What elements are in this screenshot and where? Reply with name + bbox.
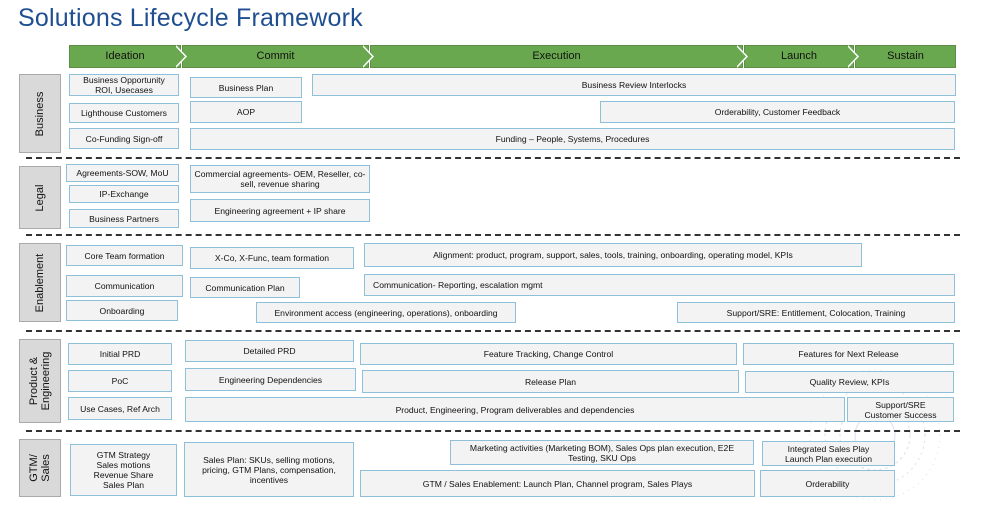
box-business-plan: Business Plan — [190, 77, 302, 98]
box-initial-prd: Initial PRD — [68, 343, 172, 365]
section-product-label: Product & Engineering — [28, 351, 52, 411]
section-divider — [26, 330, 960, 332]
box-business-partners: Business Partners — [69, 209, 179, 228]
box-alignment: Alignment: product, program, support, sa… — [364, 243, 862, 267]
phase-execution: Execution — [532, 50, 581, 62]
box-environment-access: Environment access (engineering, operati… — [256, 302, 516, 323]
box-core-team: Core Team formation — [66, 245, 183, 266]
section-gtm-label: GTM/ Sales — [28, 454, 52, 482]
section-business: Business — [19, 74, 61, 153]
box-poc: PoC — [68, 370, 172, 392]
box-sales-plan: Sales Plan: SKUs, selling motions, prici… — [184, 442, 354, 497]
box-feature-tracking: Feature Tracking, Change Control — [360, 343, 737, 365]
box-features-next-release: Features for Next Release — [743, 343, 954, 365]
box-quality-review: Quality Review, KPIs — [745, 371, 954, 393]
phase-ideation: Ideation — [105, 50, 145, 62]
box-ip-exchange: IP-Exchange — [69, 185, 179, 203]
section-divider — [26, 234, 960, 236]
box-communication-reporting: Communication- Reporting, escalation mgm… — [364, 274, 955, 296]
box-business-review: Business Review Interlocks — [312, 74, 956, 96]
phase-sustain: Sustain — [887, 50, 924, 62]
section-divider — [26, 157, 960, 159]
box-integrated-sales-play: Integrated Sales Play Launch Plan execut… — [762, 441, 895, 466]
box-orderability-feedback: Orderability, Customer Feedback — [600, 101, 955, 123]
phase-launch: Launch — [780, 50, 818, 62]
section-legal-label: Legal — [34, 184, 46, 211]
box-aop: AOP — [190, 101, 302, 123]
box-release-plan: Release Plan — [362, 370, 739, 393]
section-enablement-label: Enablement — [34, 253, 46, 312]
page-title: Solutions Lifecycle Framework — [18, 4, 363, 32]
section-business-label: Business — [34, 91, 46, 136]
box-communication: Communication — [66, 275, 183, 297]
box-business-opportunity: Business Opportunity ROI, Usecases — [69, 74, 179, 96]
box-marketing-activities: Marketing activities (Marketing BOM), Sa… — [450, 440, 754, 465]
box-communication-plan: Communication Plan — [190, 277, 300, 298]
box-engineering-agreement: Engineering agreement + IP share — [190, 199, 370, 222]
section-legal: Legal — [19, 166, 61, 229]
box-agreements: Agreements-SOW, MoU — [66, 164, 179, 182]
section-gtm: GTM/ Sales — [19, 439, 61, 497]
box-detailed-prd: Detailed PRD — [185, 340, 354, 362]
box-lighthouse-customers: Lighthouse Customers — [69, 103, 179, 123]
box-cofunding: Co-Funding Sign-off — [69, 128, 179, 149]
box-commercial-agreements: Commercial agreements- OEM, Reseller, co… — [190, 165, 370, 193]
box-orderability: Orderability — [760, 470, 895, 497]
section-enablement: Enablement — [19, 243, 61, 322]
box-use-cases: Use Cases, Ref Arch — [68, 397, 172, 420]
box-gtm-enablement: GTM / Sales Enablement: Launch Plan, Cha… — [360, 470, 755, 497]
section-divider — [26, 430, 960, 432]
box-xco-team: X-Co, X-Func, team formation — [190, 247, 354, 269]
box-gtm-strategy: GTM Strategy Sales motions Revenue Share… — [70, 444, 177, 496]
box-support-sre: Support/SRE: Entitlement, Colocation, Tr… — [677, 302, 955, 323]
box-engineering-dependencies: Engineering Dependencies — [185, 368, 356, 391]
box-funding: Funding – People, Systems, Procedures — [190, 128, 955, 150]
section-product: Product & Engineering — [19, 339, 61, 423]
box-support-customer-success: Support/SRE Customer Success — [847, 397, 954, 422]
box-deliverables: Product, Engineering, Program deliverabl… — [185, 397, 845, 422]
phase-arrows — [174, 45, 859, 68]
phase-commit: Commit — [256, 50, 295, 62]
box-onboarding: Onboarding — [66, 300, 178, 321]
